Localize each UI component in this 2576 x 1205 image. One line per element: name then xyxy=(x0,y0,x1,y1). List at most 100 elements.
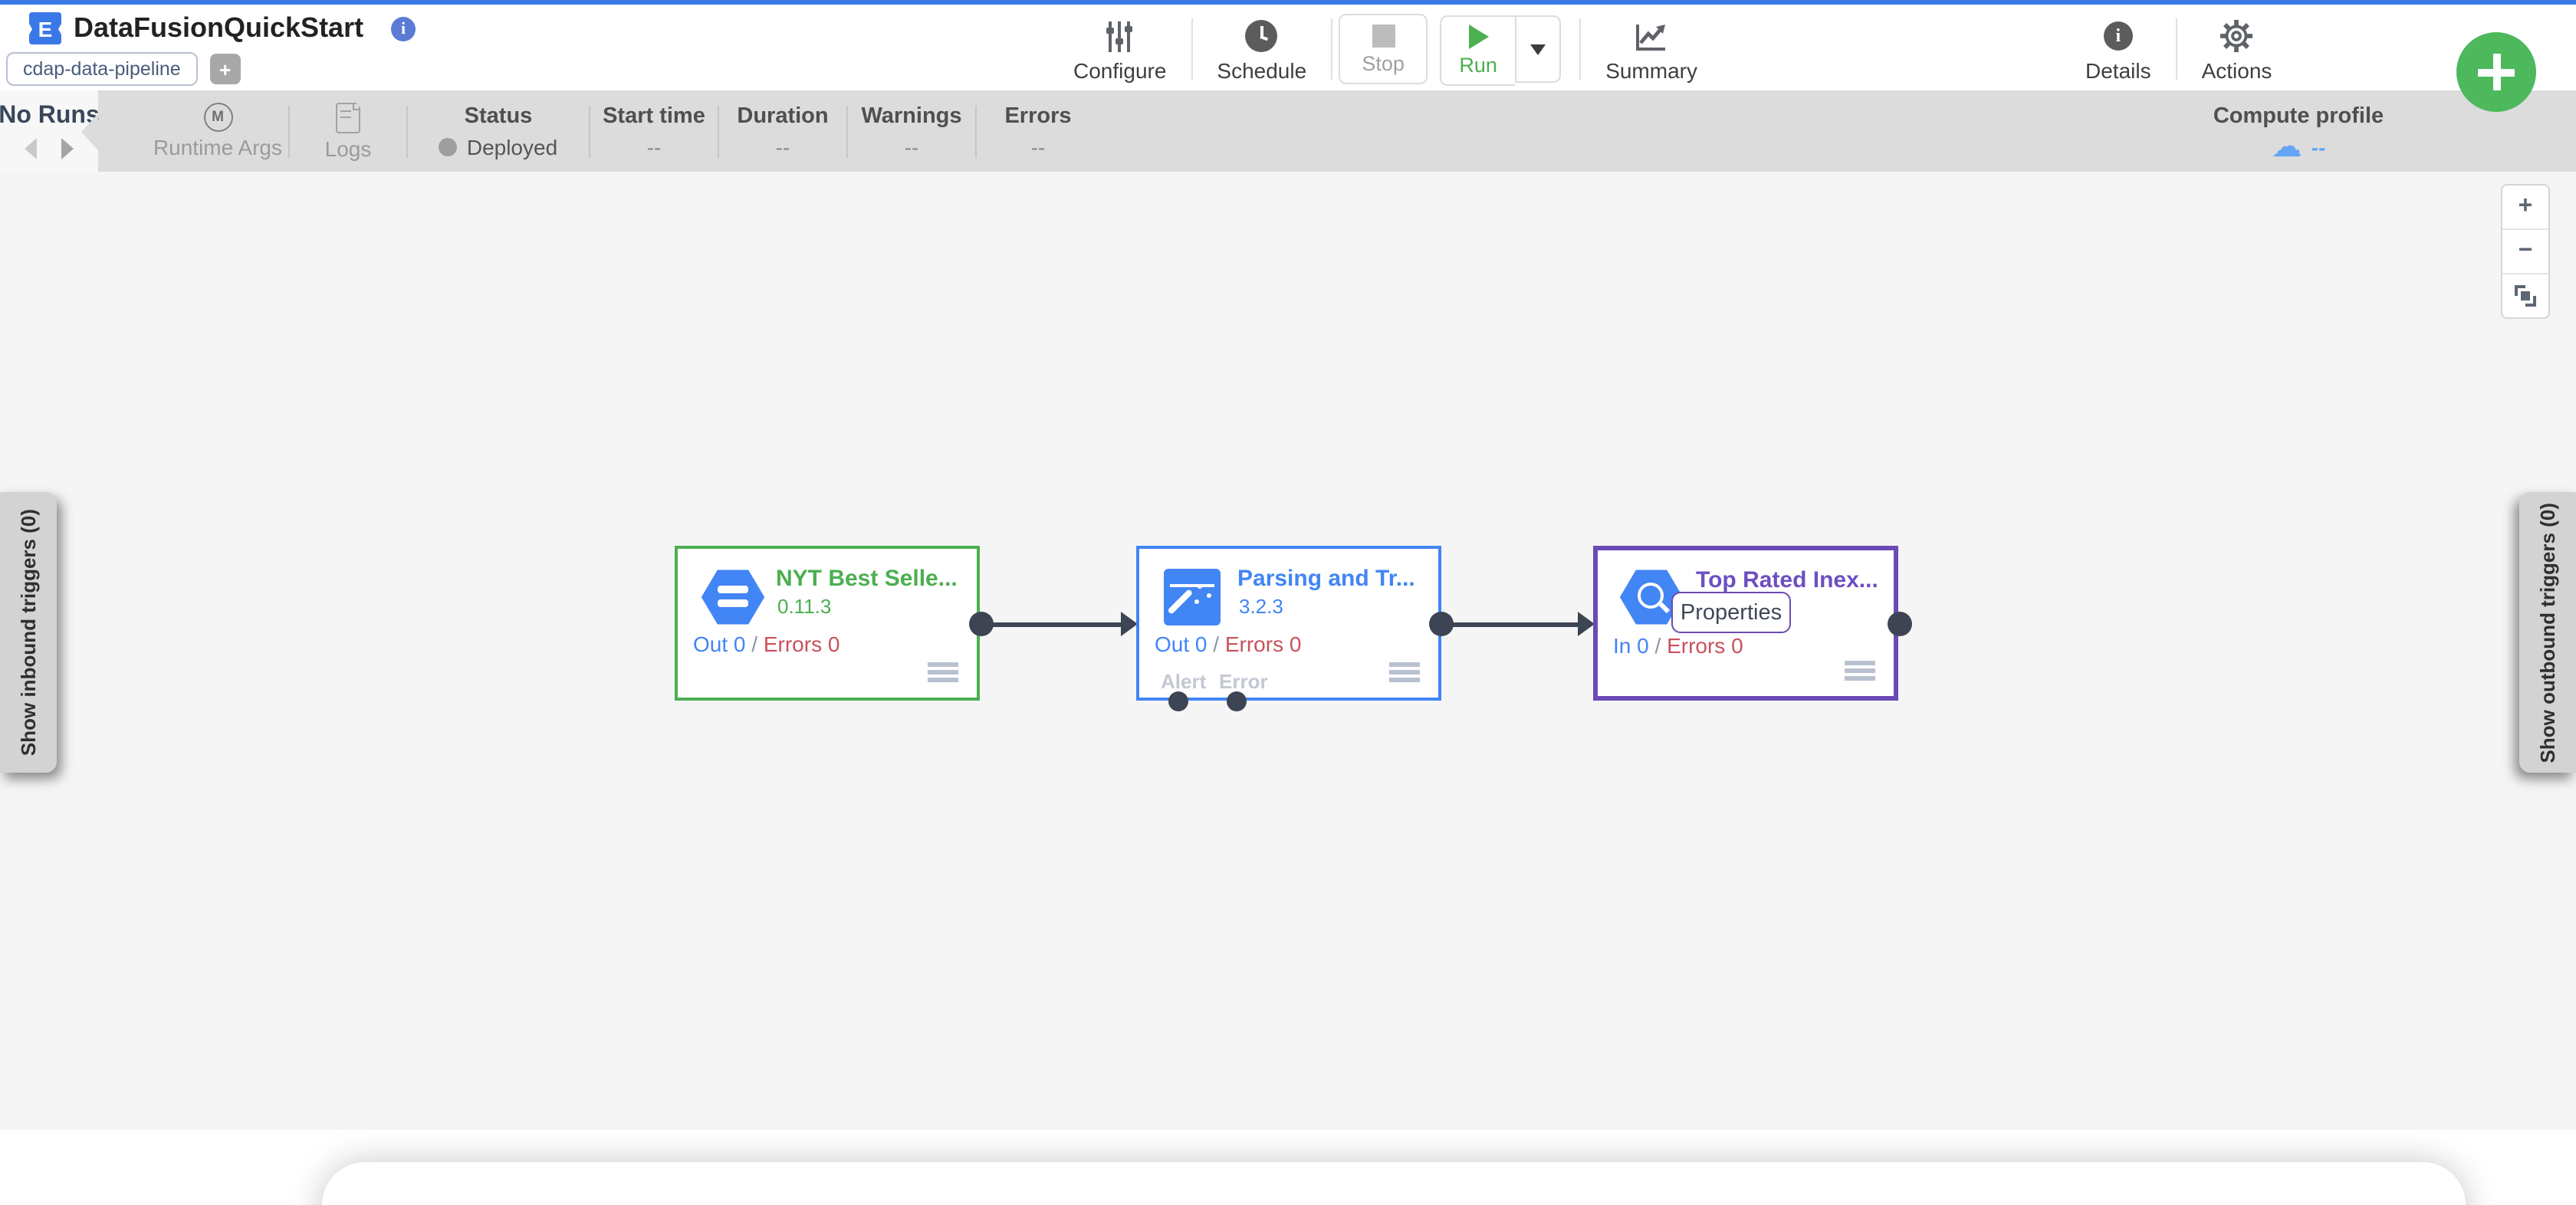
schedule-button[interactable]: Schedule xyxy=(1198,15,1325,83)
status-dot-icon xyxy=(439,137,458,156)
metric-separator: / xyxy=(1654,633,1661,658)
configure-label: Configure xyxy=(1073,58,1167,83)
schedule-label: Schedule xyxy=(1217,58,1307,83)
actions-button[interactable]: Actions xyxy=(2183,15,2291,83)
configure-button[interactable]: Configure xyxy=(1055,15,1184,83)
run-button-group: Run xyxy=(1440,15,1562,86)
errors-column: Errors -- xyxy=(977,90,1099,172)
details-label: Details xyxy=(2085,58,2151,83)
runs-toolbar-items: M Runtime Args Logs Status Deployed Star… xyxy=(147,90,1099,172)
node2-alert-port[interactable] xyxy=(1168,691,1188,711)
error-records-metric[interactable]: Errors 0 xyxy=(1224,632,1302,656)
node-menu-icon[interactable] xyxy=(928,662,958,682)
actions-gear-icon xyxy=(2220,18,2255,54)
duration-value: -- xyxy=(775,134,790,159)
connection-node1-node2[interactable] xyxy=(992,612,1138,636)
node-parsing-transform[interactable]: Parsing and Tr... 3.2.3 Out 0 / Errors 0… xyxy=(1136,546,1441,701)
pipeline-type-chip[interactable]: cdap-data-pipeline xyxy=(6,52,198,86)
details-glyph: i xyxy=(2115,25,2121,46)
pipeline-info-icon[interactable]: i xyxy=(391,17,416,41)
source-plugin-icon xyxy=(701,570,765,625)
fit-to-screen-icon xyxy=(2515,285,2536,307)
inbound-triggers-tab[interactable]: Show inbound triggers (0) xyxy=(0,492,57,773)
node-metrics: Out 0 / Errors 0 xyxy=(693,632,840,656)
run-pagination xyxy=(25,138,74,159)
pipeline-header: E DataFusionQuickStart i cdap-data-pipel… xyxy=(0,5,2576,90)
chevron-down-icon xyxy=(1530,44,1546,54)
status-header: Status xyxy=(464,103,533,128)
info-glyph: i xyxy=(400,20,406,38)
zoom-out-button[interactable]: − xyxy=(2502,230,2548,274)
divider xyxy=(718,105,719,157)
divider xyxy=(846,105,848,157)
divider xyxy=(1191,18,1193,80)
runtime-args-label: Runtime Args xyxy=(153,135,283,159)
out-records-metric[interactable]: Out 0 xyxy=(1155,632,1208,656)
add-tag-button[interactable]: + xyxy=(209,54,241,84)
logs-document-icon xyxy=(336,101,361,133)
node-version: 3.2.3 xyxy=(1239,595,1283,618)
runtime-args-button[interactable]: M Runtime Args xyxy=(147,90,288,172)
create-pipeline-fab-button[interactable] xyxy=(2456,32,2536,112)
warnings-column: Warnings -- xyxy=(848,90,975,172)
node-title: NYT Best Selle... xyxy=(776,566,958,592)
zoom-in-button[interactable]: + xyxy=(2502,186,2548,230)
node-metrics: Out 0 / Errors 0 xyxy=(1155,632,1301,656)
logs-button[interactable]: Logs xyxy=(290,90,406,172)
actions-label: Actions xyxy=(2201,58,2272,83)
connection-node2-node3[interactable] xyxy=(1452,612,1595,636)
stop-button[interactable]: Stop xyxy=(1339,14,1428,84)
error-records-metric[interactable]: Errors 0 xyxy=(763,632,840,656)
errors-header: Errors xyxy=(1004,103,1072,128)
stop-icon xyxy=(1372,24,1395,47)
details-button[interactable]: i Details xyxy=(2067,15,2170,83)
fit-to-screen-button[interactable] xyxy=(2502,274,2548,317)
node2-output-port[interactable] xyxy=(1428,612,1453,636)
next-run-arrow-icon[interactable] xyxy=(61,138,74,159)
inbound-triggers-label: Show inbound triggers (0) xyxy=(17,508,40,757)
zoom-controls: + − xyxy=(2501,184,2550,319)
pipeline-tags: cdap-data-pipeline + xyxy=(6,52,241,86)
alert-port-label: Alert xyxy=(1161,670,1207,693)
bottom-sheet-shadow xyxy=(322,1162,2466,1205)
pipeline-title: DataFusionQuickStart xyxy=(74,12,364,43)
errors-value: -- xyxy=(1030,134,1046,159)
compute-profile-column[interactable]: Compute profile ☁-- xyxy=(2206,90,2390,172)
summary-label: Summary xyxy=(1605,58,1697,83)
run-options-dropdown[interactable] xyxy=(1515,15,1562,83)
cloud-icon: ☁ xyxy=(2271,130,2302,163)
node-nyt-best-sellers[interactable]: NYT Best Selle... 0.11.3 Out 0 / Errors … xyxy=(675,546,980,701)
start-time-column: Start time -- xyxy=(590,90,718,172)
node2-error-port[interactable] xyxy=(1226,691,1246,711)
warnings-header: Warnings xyxy=(861,103,962,128)
node1-output-port[interactable] xyxy=(968,612,993,636)
pipeline-canvas[interactable]: + − Show inbound triggers (0) Show outbo… xyxy=(0,172,2576,1130)
out-records-metric[interactable]: Out 0 xyxy=(693,632,746,656)
node-title: Parsing and Tr... xyxy=(1237,566,1415,592)
run-button[interactable]: Run xyxy=(1440,15,1516,86)
node-menu-icon[interactable] xyxy=(1845,661,1875,681)
bottom-panel-area xyxy=(0,1130,2576,1205)
node-properties-button[interactable]: Properties xyxy=(1671,592,1791,633)
warnings-value: -- xyxy=(904,134,919,159)
node3-output-port[interactable] xyxy=(1887,612,1911,636)
node-version: 0.11.3 xyxy=(777,595,832,618)
node-top-rated-sink[interactable]: Top Rated Inex... Properties In 0 / Erro… xyxy=(1593,546,1898,701)
error-records-metric[interactable]: Errors 0 xyxy=(1667,633,1743,658)
divider xyxy=(288,105,290,157)
duration-column: Duration -- xyxy=(719,90,846,172)
duration-header: Duration xyxy=(737,103,829,128)
previous-run-arrow-icon[interactable] xyxy=(25,138,37,159)
node-metrics: In 0 / Errors 0 xyxy=(1613,633,1743,658)
status-column: Status Deployed xyxy=(408,90,589,172)
start-time-value: -- xyxy=(646,134,662,159)
in-records-metric[interactable]: In 0 xyxy=(1613,633,1649,658)
divider xyxy=(2175,18,2177,80)
summary-button[interactable]: Summary xyxy=(1587,15,1716,83)
outbound-triggers-tab[interactable]: Show outbound triggers (0) xyxy=(2519,492,2576,773)
macro-m-icon: M xyxy=(203,103,232,132)
divider xyxy=(589,105,590,157)
run-play-icon xyxy=(1468,25,1489,49)
node-menu-icon[interactable] xyxy=(1389,662,1420,682)
